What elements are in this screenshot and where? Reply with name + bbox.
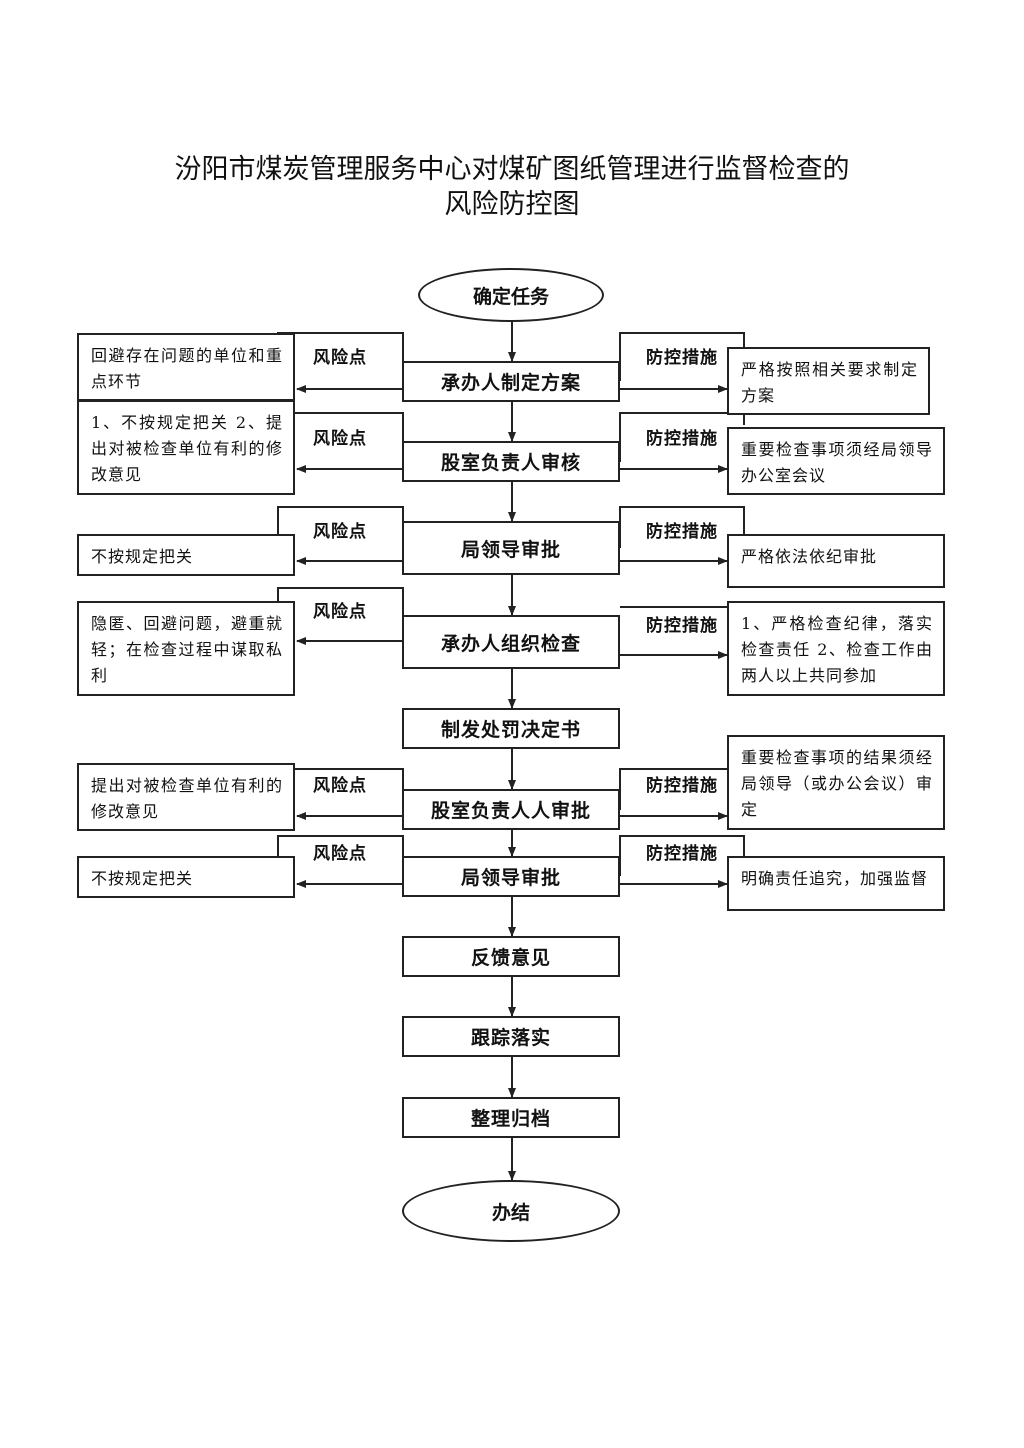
diagram-subtitle: 风险防控图 [444, 189, 580, 220]
risk-label: 风险点 [313, 522, 367, 542]
step-leader-approval-2: 局领导审批 [402, 856, 620, 897]
control-box-1: 严格按照相关要求制定方案 [727, 347, 930, 415]
control-label: 防控措施 [646, 429, 718, 449]
step-leader-approval: 局领导审批 [402, 521, 620, 575]
risk-box-5: 提出对被检查单位有利的修改意见 [77, 763, 295, 831]
risk-label: 风险点 [313, 776, 367, 796]
diagram-title: 汾阳市煤炭管理服务中心对煤矿图纸管理进行监督检查的 [174, 154, 850, 185]
step-section-approval: 股室负责人人审批 [402, 789, 620, 830]
step-feedback: 反馈意见 [402, 936, 620, 977]
step-organize-inspection: 承办人组织检查 [402, 615, 620, 669]
start-node: 确定任务 [418, 268, 604, 322]
risk-box-2: 1、不按规定把关 2、提出对被检查单位有利的修改意见 [77, 400, 295, 495]
step-follow-up: 跟踪落实 [402, 1016, 620, 1057]
control-label: 防控措施 [646, 348, 718, 368]
control-label: 防控措施 [646, 776, 718, 796]
risk-label: 风险点 [313, 429, 367, 449]
control-box-2: 重要检查事项须经局领导办公室会议 [727, 427, 945, 495]
step-penalty-decision: 制发处罚决定书 [402, 708, 620, 749]
step-archive: 整理归档 [402, 1097, 620, 1138]
step-section-review: 股室负责人审核 [402, 441, 620, 482]
step-plan: 承办人制定方案 [402, 361, 620, 402]
end-node: 办结 [402, 1180, 620, 1242]
control-box-6: 明确责任追究，加强监督 [727, 856, 945, 911]
control-label: 防控措施 [646, 844, 718, 864]
control-box-5: 重要检查事项的结果须经局领导（或办公会议）审定 [727, 735, 945, 830]
control-label: 防控措施 [646, 522, 718, 542]
risk-box-3: 不按规定把关 [77, 534, 295, 576]
control-box-3: 严格依法依纪审批 [727, 534, 945, 588]
control-label: 防控措施 [646, 616, 718, 636]
risk-box-1: 回避存在问题的单位和重点环节 [77, 333, 295, 401]
risk-box-4: 隐匿、回避问题，避重就轻；在检查过程中谋取私利 [77, 601, 295, 696]
risk-label: 风险点 [313, 348, 367, 368]
risk-label: 风险点 [313, 844, 367, 864]
risk-box-6: 不按规定把关 [77, 856, 295, 898]
control-box-4: 1、严格检查纪律，落实检查责任 2、检查工作由两人以上共同参加 [727, 601, 945, 696]
risk-label: 风险点 [313, 602, 367, 622]
